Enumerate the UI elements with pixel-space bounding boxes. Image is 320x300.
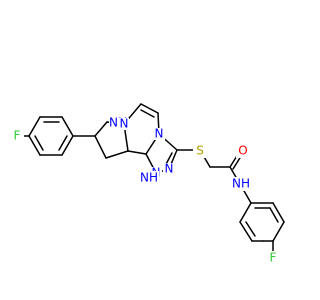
bond (127, 150, 147, 155)
bond (61, 116, 74, 137)
n-label-triazole-right: N (165, 162, 174, 176)
structure-diagram: F NH N N N N NH S O NH F (10, 103, 285, 265)
bond (28, 116, 41, 137)
nh-label-triazole: NH (140, 171, 158, 185)
bond-inner (269, 207, 279, 223)
bond (239, 221, 253, 242)
fluorine-label-left: F (14, 129, 21, 143)
bond (94, 135, 107, 159)
bond-inner (140, 109, 155, 118)
bond (28, 135, 41, 156)
molecule-canvas: F NH N N N N NH S O NH F (10, 103, 285, 265)
n-label-triazole-fused: N (155, 127, 164, 141)
left-fluorophenyl-ring (20, 116, 96, 156)
nh-label-amide: NH (232, 177, 250, 191)
bond-inner (245, 221, 256, 237)
bond-inner (34, 135, 44, 151)
bond (94, 121, 108, 137)
bond (272, 221, 285, 242)
bond (105, 150, 129, 159)
bond-inner (58, 135, 68, 151)
right-fluorophenyl-ring (239, 202, 285, 258)
bond (272, 202, 285, 223)
n-label-pyrazolidine: N (120, 117, 129, 131)
bond (239, 202, 252, 223)
atom-labels: F NH N N N N NH S O NH F (10, 116, 280, 265)
fluorine-label-right: F (270, 251, 277, 265)
sulfur-label: S (196, 144, 204, 158)
bond (140, 103, 159, 114)
bond (61, 135, 74, 156)
oxygen-label: O (238, 144, 247, 158)
